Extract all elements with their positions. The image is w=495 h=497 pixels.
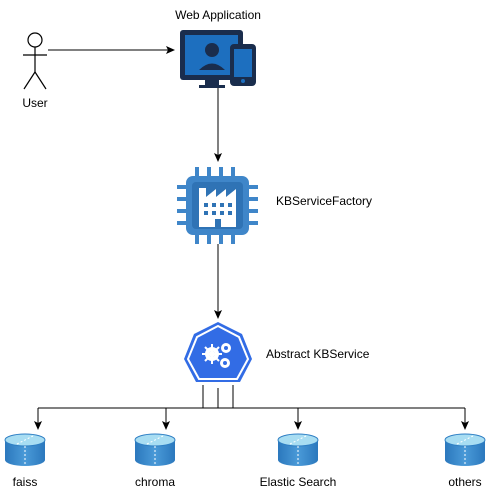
monitor-phone-icon: [180, 30, 256, 88]
store-label: Elastic Search: [260, 475, 337, 489]
user-node[interactable]: User: [22, 32, 48, 110]
factory-chip-icon: [177, 167, 258, 244]
abstract-label: Abstract KBService: [266, 347, 370, 361]
store-others[interactable]: others: [444, 433, 486, 489]
store-label: chroma: [135, 475, 175, 489]
web-app-node[interactable]: Web Application: [175, 8, 261, 88]
bus-drop-lines: [202, 385, 234, 408]
abstract-node[interactable]: Abstract KBService: [184, 322, 370, 382]
stick-figure-icon: [23, 32, 47, 90]
connectors: [34, 46, 469, 430]
store-faiss[interactable]: faiss: [4, 433, 46, 489]
user-label: User: [22, 96, 47, 110]
gears-hexagon-icon: [184, 322, 252, 382]
web-app-label: Web Application: [175, 8, 261, 22]
store-label: others: [448, 475, 481, 489]
database-icon: [444, 433, 486, 466]
database-icon: [277, 433, 319, 466]
store-label: faiss: [13, 475, 38, 489]
database-icon: [134, 433, 176, 466]
factory-label: KBServiceFactory: [276, 194, 372, 208]
store-chroma[interactable]: chroma: [134, 433, 176, 489]
database-icon: [4, 433, 46, 466]
store-elastic-search[interactable]: Elastic Search: [260, 433, 337, 489]
factory-node[interactable]: KBServiceFactory: [177, 167, 372, 244]
